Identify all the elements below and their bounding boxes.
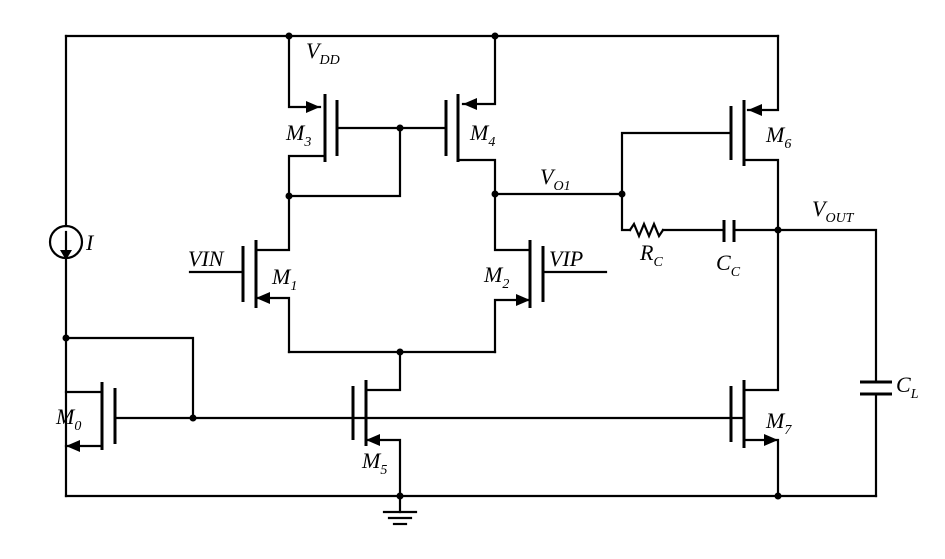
label-m2: M2	[483, 262, 509, 292]
ground-symbol	[382, 494, 418, 526]
junction-dots	[62, 32, 782, 500]
label-m4: M4	[469, 120, 495, 150]
current-source-i	[48, 34, 84, 498]
capacitor-cl	[860, 380, 892, 498]
transistor-m1	[188, 194, 291, 354]
tail-wire	[287, 350, 497, 392]
label-vout: VOUT	[812, 196, 855, 226]
label-m6: M6	[765, 122, 791, 152]
label-m3: M3	[285, 120, 311, 150]
label-i: I	[85, 230, 95, 255]
label-m5: M5	[361, 448, 387, 478]
transistor-m2	[493, 194, 608, 354]
label-m1: M1	[271, 264, 297, 294]
transistor-m4	[444, 34, 497, 198]
transistor-m0	[64, 336, 195, 452]
label-vin: VIN	[188, 246, 225, 271]
label-m0: M0	[55, 404, 81, 434]
label-vo1: VO1	[540, 164, 571, 194]
label-vdd: VDD	[306, 38, 340, 68]
transistor-m5	[351, 380, 402, 498]
label-cl: CL	[896, 372, 919, 402]
transistor-m3	[287, 34, 339, 198]
m3-m4-gate-wire	[287, 126, 448, 198]
label-vip: VIP	[549, 246, 583, 271]
label-cc: CC	[716, 250, 741, 280]
vout-wire	[776, 228, 878, 382]
label-rc: RC	[639, 240, 663, 270]
label-m7: M7	[765, 408, 792, 438]
transistor-m7	[729, 228, 780, 498]
capacitor-cc	[722, 220, 780, 242]
resistor-rc	[620, 192, 724, 239]
transistor-m6	[620, 34, 780, 232]
